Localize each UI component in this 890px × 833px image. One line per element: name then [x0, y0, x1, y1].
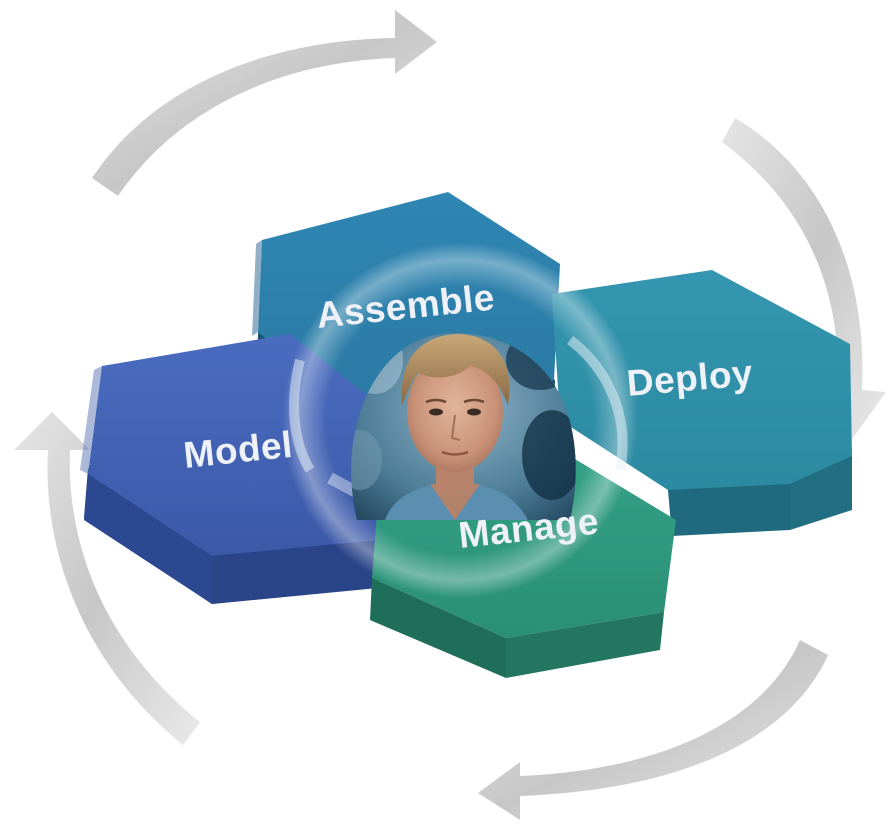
- cycle-arrow-top: [92, 10, 437, 196]
- cycle-arrow-left: [14, 412, 200, 745]
- cycle-arrow-bottom: [478, 640, 828, 820]
